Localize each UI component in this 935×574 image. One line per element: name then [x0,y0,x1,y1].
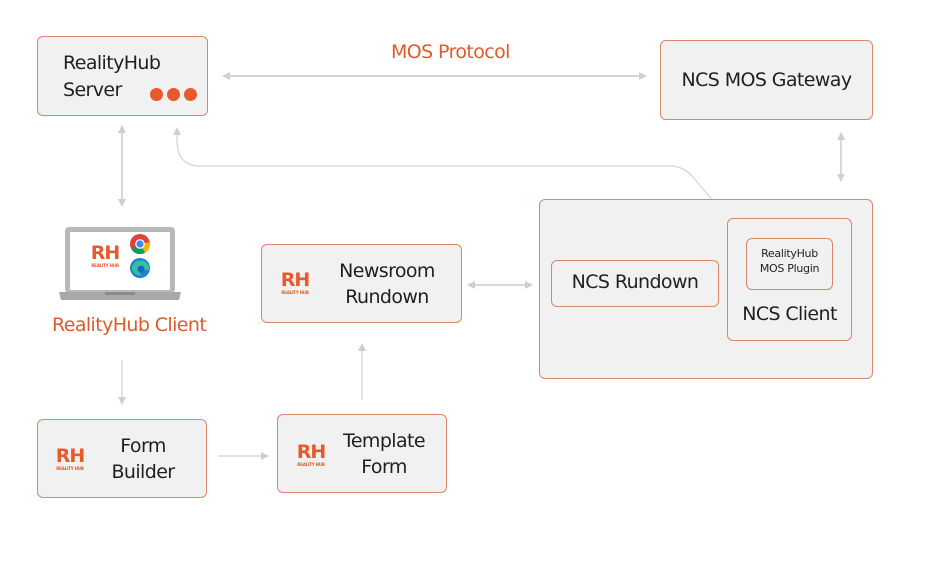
plugin-label-line1: RealityHub [761,247,818,260]
chrome-icon [130,234,151,255]
edge-icon [130,258,150,278]
node-realityhub-mos-plugin[interactable]: RealityHub MOS Plugin [746,238,833,290]
server-label-line2: Server [63,79,122,101]
newsroom-label-line2: Rundown [345,286,429,308]
newsroom-label-line1: Newsroom [339,260,435,282]
node-ncs-client[interactable]: RealityHub MOS Plugin NCS Client [727,218,852,341]
form-builder-label-line2: Builder [111,461,176,483]
ncs-group: NCS Rundown RealityHub MOS Plugin NCS Cl… [539,199,873,379]
ncs-rundown-label: NCS Rundown [571,271,699,293]
form-builder-label-line1: Form [120,435,166,457]
gateway-label: NCS MOS Gateway [681,69,853,91]
template-form-label-line2: Form [361,456,407,478]
node-ncs-mos-gateway[interactable]: NCS MOS Gateway [660,40,873,120]
plugin-label-line2: MOS Plugin [759,262,820,275]
mos-protocol-label: MOS Protocol [391,41,510,63]
server-label-line1: RealityHub [63,52,161,74]
node-ncs-rundown[interactable]: NCS Rundown [551,260,719,307]
client-label: RealityHub Client [52,314,207,336]
template-form-label-line1: Template [343,430,426,452]
node-realityhub-server[interactable]: RealityHub Server [37,36,208,116]
ncs-client-label: NCS Client [742,303,837,325]
